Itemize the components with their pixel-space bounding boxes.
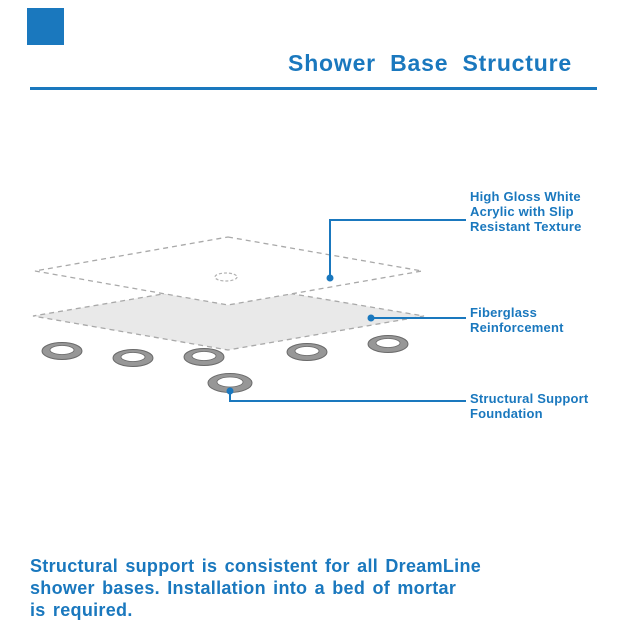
support-ring xyxy=(183,348,225,366)
callout-dot-acrylic xyxy=(326,274,334,282)
callout-dot-foundation xyxy=(226,387,234,395)
fiberglass-layer-shape xyxy=(32,282,425,351)
acrylic-layer-shape xyxy=(34,236,423,306)
support-ring xyxy=(367,335,409,353)
footer-note: Structural support is consistent for all… xyxy=(30,556,482,620)
title-divider xyxy=(30,87,597,90)
callout-line-acrylic xyxy=(329,219,466,276)
support-ring xyxy=(286,343,328,361)
label-fiberglass: Fiberglass Reinforcement xyxy=(470,305,564,335)
support-ring-front xyxy=(207,373,253,393)
label-acrylic: High Gloss White Acrylic with Slip Resis… xyxy=(470,189,582,234)
callout-dot-fiberglass xyxy=(367,314,375,322)
label-foundation: Structural Support Foundation xyxy=(470,391,589,421)
drain-ellipse xyxy=(214,272,238,282)
support-ring xyxy=(112,349,154,367)
brand-corner-square xyxy=(27,8,64,45)
support-ring xyxy=(41,342,83,360)
page-title: Shower Base Structure xyxy=(288,50,572,76)
callout-line-foundation xyxy=(229,392,466,402)
